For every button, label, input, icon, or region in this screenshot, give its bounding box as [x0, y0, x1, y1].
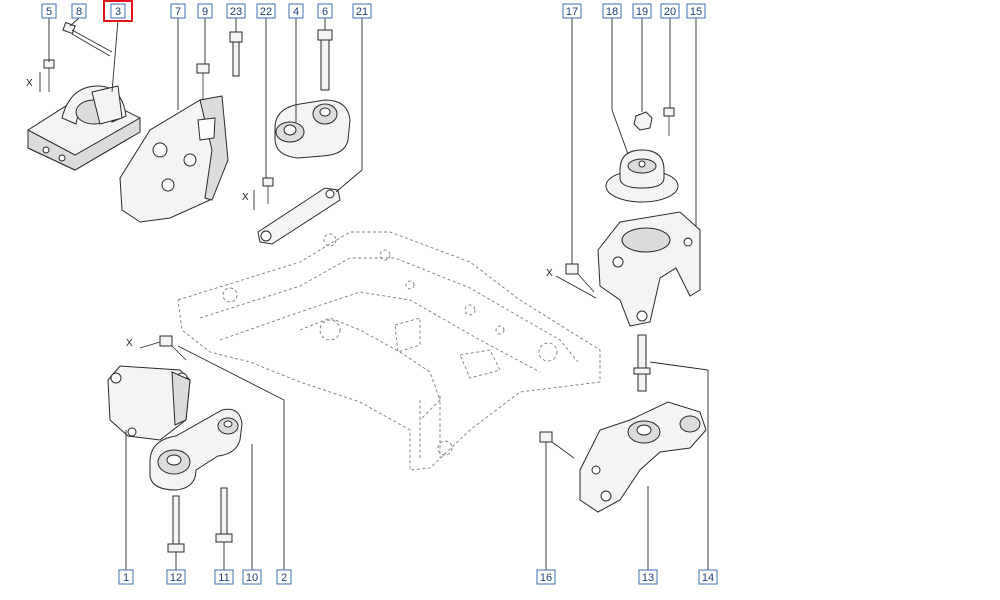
svg-text:20: 20: [664, 6, 676, 18]
bolt-part-17: [565, 263, 595, 293]
engine-mount-part-3: [27, 85, 141, 171]
svg-text:5: 5: [46, 6, 52, 18]
svg-text:22: 22: [260, 6, 272, 18]
svg-text:16: 16: [540, 572, 552, 584]
bolt-part-8: [62, 21, 113, 57]
callout-18: 18: [602, 3, 622, 19]
svg-text:2: 2: [281, 572, 287, 584]
dimension-mark-x1: X: [26, 72, 41, 92]
svg-text:18: 18: [606, 6, 618, 18]
callout-4: 4: [288, 3, 304, 19]
dimension-mark-x3: X: [546, 268, 597, 299]
bolt-part-22: [262, 177, 274, 204]
svg-text:14: 14: [702, 572, 714, 584]
callout-12: 12: [166, 569, 186, 585]
callout-20: 20: [660, 3, 680, 19]
callout-22: 22: [256, 3, 276, 19]
svg-text:13: 13: [642, 572, 654, 584]
svg-text:17: 17: [566, 6, 578, 18]
bolt-part-12: [167, 495, 185, 553]
callout-3-highlighted: 3: [103, 0, 133, 22]
callout-11: 11: [214, 569, 234, 585]
svg-text:X: X: [126, 338, 133, 349]
bolt-part-9: [196, 63, 210, 100]
callout-9: 9: [197, 3, 213, 19]
callout-17: 17: [562, 3, 582, 19]
bolt-part-16: [539, 431, 575, 459]
subframe-ghost: [177, 231, 601, 471]
bracket-part-15: [597, 211, 701, 327]
svg-text:10: 10: [246, 572, 258, 584]
svg-text:21: 21: [356, 6, 368, 18]
svg-text:6: 6: [322, 6, 328, 18]
bolt-part-20: [663, 107, 675, 136]
callout-19: 19: [632, 3, 652, 19]
svg-text:3: 3: [115, 6, 121, 18]
dimension-mark-x4: X: [126, 338, 161, 349]
svg-text:4: 4: [293, 6, 299, 18]
stud-part-14: [633, 334, 651, 392]
dimension-mark-x2: X: [242, 190, 255, 210]
svg-text:7: 7: [175, 6, 181, 18]
callout-10: 10: [242, 569, 262, 585]
callout-23: 23: [226, 3, 246, 19]
callout-15: 15: [686, 3, 706, 19]
bolt-part-23: [229, 31, 243, 77]
svg-text:9: 9: [202, 6, 208, 18]
svg-text:12: 12: [170, 572, 182, 584]
engine-mount-part-18: [605, 149, 679, 203]
callout-21: 21: [352, 3, 372, 19]
bolt-part-2: [159, 335, 187, 361]
bracket-part-7: [119, 95, 229, 223]
callout-8: 8: [71, 3, 87, 19]
bolt-part-11: [215, 487, 233, 543]
bracket-part-1: [107, 365, 191, 441]
bolt-part-6: [317, 29, 333, 91]
callout-6: 6: [317, 3, 333, 19]
leader-lines: [48, 17, 709, 570]
svg-text:11: 11: [218, 572, 229, 584]
svg-text:X: X: [26, 78, 33, 89]
svg-text:1: 1: [123, 572, 129, 584]
torque-rod-part-10: [149, 408, 243, 491]
callout-5: 5: [41, 3, 57, 19]
nut-part-19: [633, 111, 653, 131]
svg-text:X: X: [242, 192, 249, 203]
callout-7: 7: [170, 3, 186, 19]
svg-text:23: 23: [230, 6, 242, 18]
svg-text:15: 15: [690, 6, 702, 18]
callout-14: 14: [698, 569, 718, 585]
callout-13: 13: [638, 569, 658, 585]
svg-text:X: X: [546, 268, 553, 279]
bolt-part-5: [43, 59, 55, 92]
callout-1: 1: [118, 569, 134, 585]
svg-text:19: 19: [636, 6, 648, 18]
svg-text:8: 8: [76, 6, 82, 18]
link-bar-part-21: [257, 187, 341, 245]
callout-16: 16: [536, 569, 556, 585]
callout-2: 2: [276, 569, 292, 585]
engine-mount-part-13: [579, 401, 707, 513]
torque-rod-part-4: [274, 99, 351, 159]
